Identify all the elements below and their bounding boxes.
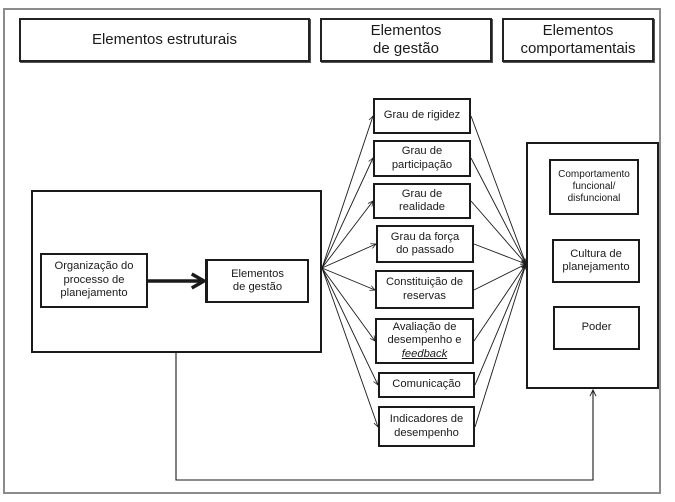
organization-process-label: Organização do processo de planejamento: [54, 260, 134, 300]
management-item-label-italic: feedback: [401, 347, 448, 360]
behavioral-item-label: Poder: [581, 321, 612, 334]
management-item-label: Constituição de reservas: [385, 276, 464, 302]
behavioral-item-functional-behavior: Comportamento funcional/ disfuncional: [549, 159, 639, 215]
header-behavioral-elements: Elementos comportamentais: [502, 18, 654, 62]
management-item-label: Grau da força do passado: [390, 230, 460, 256]
organization-process-box: Organização do processo de planejamento: [40, 253, 148, 308]
header-management-elements: Elementos de gestão: [320, 18, 492, 62]
management-item-label: Grau de rigidez: [383, 109, 461, 122]
management-item-reality: Grau de realidade: [373, 183, 471, 219]
header-management-label: Elementos de gestão: [370, 22, 442, 57]
management-item-label-main: Avaliação de desempenho e: [387, 320, 462, 347]
management-item-label: Grau de participação: [391, 145, 453, 171]
diagram-frame: [3, 8, 661, 494]
behavioral-item-label: Comportamento funcional/ disfuncional: [558, 169, 630, 204]
management-item-label: Grau de realidade: [398, 187, 446, 213]
header-structural-label: Elementos estruturais: [91, 31, 238, 48]
management-item-participation: Grau de participação: [373, 140, 471, 177]
management-item-label: Indicadores de desempenho: [389, 413, 464, 439]
management-elements-box: Elementos de gestão: [205, 259, 309, 303]
behavioral-item-label: Cultura de planejamento: [562, 247, 630, 273]
header-behavioral-label: Elementos comportamentais: [520, 22, 636, 57]
management-item-performance-indicators: Indicadores de desempenho: [378, 406, 475, 447]
management-item-reserves: Constituição de reservas: [375, 270, 474, 309]
behavioral-item-power: Poder: [553, 306, 640, 350]
management-item-force-of-past: Grau da força do passado: [376, 225, 474, 263]
management-item-communication: Comunicação: [378, 372, 475, 398]
management-item-label: Comunicação: [392, 378, 461, 391]
header-structural-elements: Elementos estruturais: [19, 18, 310, 62]
management-item-rigidity: Grau de rigidez: [373, 98, 471, 134]
behavioral-item-planning-culture: Cultura de planejamento: [552, 239, 640, 283]
management-elements-label: Elementos de gestão: [231, 267, 284, 293]
